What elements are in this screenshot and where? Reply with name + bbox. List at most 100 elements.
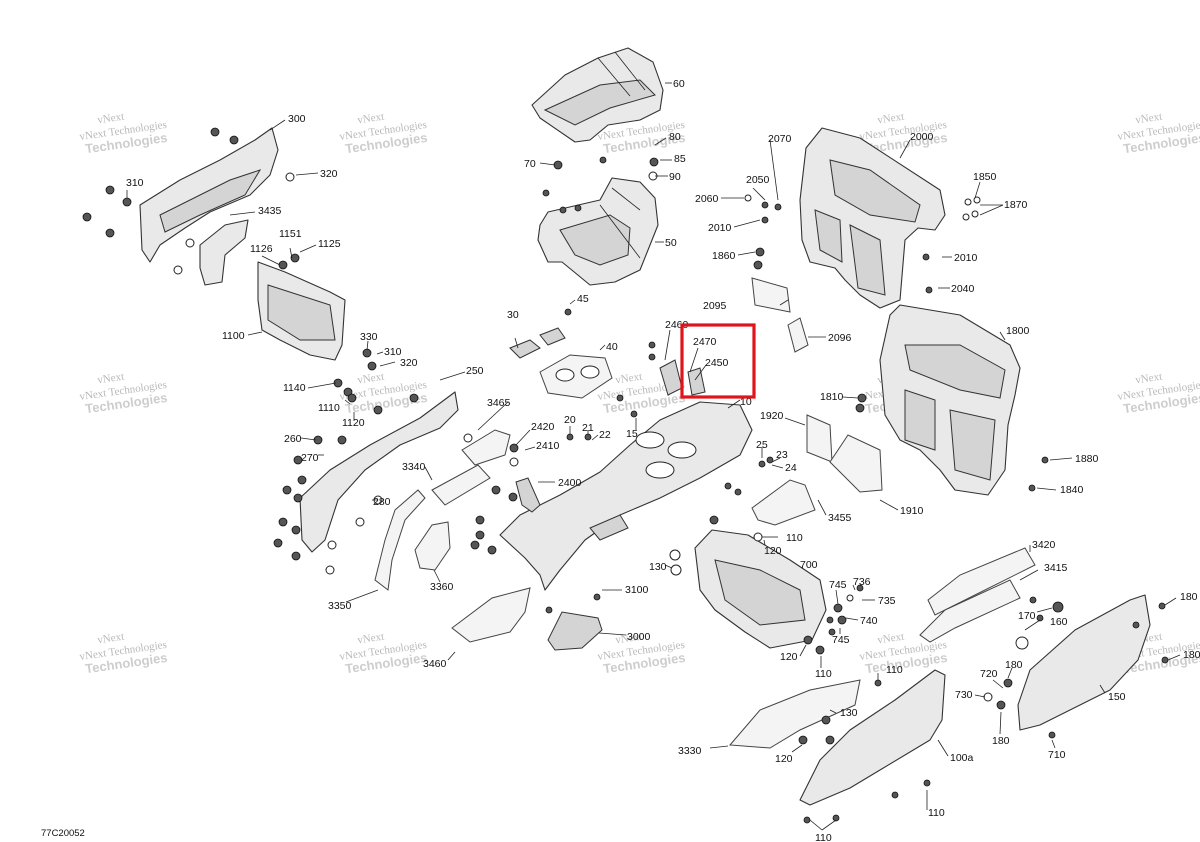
part-3330-panel[interactable] — [728, 679, 861, 749]
callout-24[interactable]: 24 — [785, 462, 797, 474]
callout-745[interactable]: 745 — [832, 634, 850, 646]
part-250-side-frame[interactable] — [299, 391, 459, 553]
callout-320[interactable]: 320 — [400, 357, 418, 369]
part-30-mount[interactable] — [509, 327, 566, 359]
callout-710[interactable]: 710 — [1048, 749, 1066, 761]
callout-3330[interactable]: 3330 — [678, 745, 702, 757]
callout-100a[interactable]: 100a — [950, 752, 974, 764]
callout-320[interactable]: 320 — [320, 168, 338, 180]
callout-740[interactable]: 740 — [860, 615, 878, 627]
callout-160[interactable]: 160 — [1050, 616, 1068, 628]
callout-120[interactable]: 120 — [775, 753, 793, 765]
callout-730[interactable]: 730 — [955, 689, 973, 701]
callout-180[interactable]: 180 — [1180, 591, 1198, 603]
callout-2420[interactable]: 2420 — [531, 421, 555, 433]
callout-2470[interactable]: 2470 — [693, 336, 717, 348]
callout-120[interactable]: 120 — [764, 545, 782, 557]
callout-3420[interactable]: 3420 — [1032, 539, 1056, 551]
callout-2070[interactable]: 2070 — [768, 133, 792, 145]
callout-3460[interactable]: 3460 — [423, 658, 447, 670]
part-2000-rear-panel[interactable] — [799, 127, 946, 309]
callout-1850[interactable]: 1850 — [973, 171, 997, 183]
callout-1810[interactable]: 1810 — [820, 391, 844, 403]
part-3420-trim[interactable] — [927, 547, 1036, 616]
callout-50[interactable]: 50 — [665, 237, 677, 249]
callout-700[interactable]: 700 — [800, 559, 818, 571]
callout-85[interactable]: 85 — [674, 153, 686, 165]
callout-745[interactable]: 745 — [829, 579, 847, 591]
callout-2010[interactable]: 2010 — [954, 252, 978, 264]
part-50-storage-bin[interactable] — [537, 177, 659, 286]
callout-180[interactable]: 180 — [992, 735, 1010, 747]
callout-2060[interactable]: 2060 — [695, 193, 719, 205]
callout-1140[interactable]: 1140 — [283, 382, 306, 394]
part-10-center-console[interactable] — [499, 401, 753, 591]
callout-330[interactable]: 330 — [360, 331, 378, 343]
callout-2450[interactable]: 2450 — [705, 357, 729, 369]
callout-300[interactable]: 300 — [288, 113, 306, 125]
part-100a-rocker[interactable] — [799, 669, 946, 806]
callout-2050[interactable]: 2050 — [746, 174, 770, 186]
part-2096-plate[interactable] — [787, 317, 809, 353]
callout-3100[interactable]: 3100 — [625, 584, 649, 596]
part-3340-trim[interactable] — [431, 464, 491, 506]
callout-40[interactable]: 40 — [606, 341, 618, 353]
part-3350-trim[interactable] — [374, 489, 426, 591]
callout-130[interactable]: 130 — [840, 707, 858, 719]
callout-260[interactable]: 260 — [284, 433, 302, 445]
callout-1151[interactable]: 1151 — [279, 228, 302, 240]
callout-1110[interactable]: 1110 — [318, 402, 340, 414]
callout-30[interactable]: 30 — [507, 309, 519, 321]
part-3000-tray[interactable] — [547, 611, 603, 651]
callout-3455[interactable]: 3455 — [828, 512, 852, 524]
callout-180[interactable]: 180 — [1183, 649, 1200, 661]
callout-1840[interactable]: 1840 — [1060, 484, 1084, 496]
callout-736[interactable]: 736 — [853, 576, 871, 588]
callout-2000[interactable]: 2000 — [910, 131, 934, 143]
callout-1860[interactable]: 1860 — [712, 250, 736, 262]
callout-1100[interactable]: 1100 — [222, 330, 245, 342]
callout-21[interactable]: 21 — [582, 422, 594, 434]
callout-270[interactable]: 270 — [301, 452, 319, 464]
callout-3465[interactable]: 3465 — [487, 397, 511, 409]
callout-3350[interactable]: 3350 — [328, 600, 352, 612]
part-3455-trim[interactable] — [751, 479, 816, 526]
part-2450-shifter[interactable] — [687, 367, 706, 396]
callout-735[interactable]: 735 — [878, 595, 896, 607]
callout-110[interactable]: 110 — [815, 832, 832, 842]
callout-180[interactable]: 180 — [1005, 659, 1023, 671]
part-1920-plate[interactable] — [806, 414, 833, 463]
callout-2400[interactable]: 2400 — [558, 477, 582, 489]
part-300-side-panel[interactable] — [139, 127, 279, 263]
part-40-gasket[interactable] — [539, 354, 613, 399]
callout-22[interactable]: 22 — [599, 429, 611, 441]
callout-1880[interactable]: 1880 — [1075, 453, 1099, 465]
part-150-rocker[interactable] — [1017, 594, 1151, 731]
callout-3360[interactable]: 3360 — [430, 581, 454, 593]
callout-23[interactable]: 23 — [776, 449, 788, 461]
callout-2040[interactable]: 2040 — [951, 283, 975, 295]
callout-150[interactable]: 150 — [1108, 691, 1126, 703]
part-1100-panel[interactable] — [257, 261, 346, 361]
callout-25[interactable]: 25 — [756, 439, 768, 451]
callout-60[interactable]: 60 — [673, 78, 685, 90]
part-2400-boot[interactable] — [515, 477, 541, 513]
callout-45[interactable]: 45 — [577, 293, 589, 305]
callout-2410[interactable]: 2410 — [536, 440, 560, 452]
callout-70[interactable]: 70 — [524, 158, 536, 170]
callout-10[interactable]: 10 — [740, 396, 752, 408]
callout-1800[interactable]: 1800 — [1006, 325, 1030, 337]
callout-720[interactable]: 720 — [980, 668, 998, 680]
part-700-rear-cover[interactable] — [694, 529, 827, 649]
callout-120[interactable]: 120 — [780, 651, 798, 663]
callout-15[interactable]: 15 — [626, 428, 638, 440]
part-2095-plate[interactable] — [751, 277, 791, 313]
callout-3415[interactable]: 3415 — [1044, 562, 1068, 574]
callout-3000[interactable]: 3000 — [627, 631, 651, 643]
callout-280[interactable]: 280 — [373, 496, 391, 508]
callout-110[interactable]: 110 — [815, 668, 832, 680]
callout-1120[interactable]: 1120 — [342, 417, 365, 429]
callout-2095[interactable]: 2095 — [703, 300, 727, 312]
part-3415-trim[interactable] — [919, 579, 1021, 643]
part-3460-trim[interactable] — [451, 587, 531, 643]
